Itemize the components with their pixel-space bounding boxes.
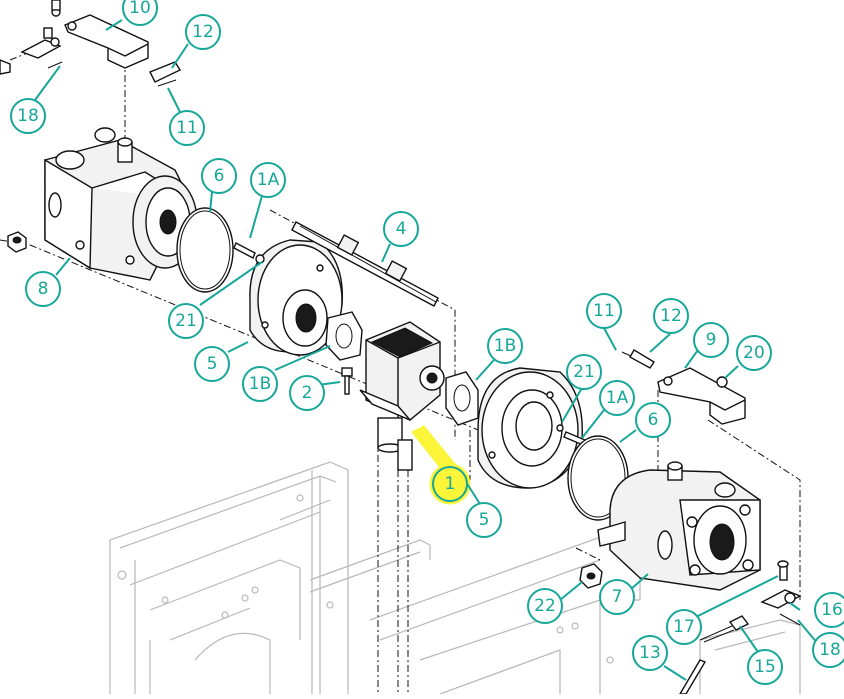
threaded-rod <box>291 221 439 307</box>
bottom-right-linkage <box>678 560 802 695</box>
svg-text:16: 16 <box>821 600 843 620</box>
left-pump <box>44 127 198 281</box>
svg-text:7: 7 <box>612 587 623 607</box>
svg-text:6: 6 <box>214 166 225 186</box>
callout-12-top: 12 <box>185 14 221 50</box>
callout-6-left: 6 <box>201 158 237 194</box>
callout-8: 8 <box>25 271 61 307</box>
svg-text:21: 21 <box>573 362 595 382</box>
callout-9: 9 <box>693 322 729 358</box>
callout-21-left: 21 <box>168 303 204 339</box>
svg-text:11: 11 <box>176 118 198 138</box>
left-nut <box>7 231 27 253</box>
right-gasket <box>445 371 479 426</box>
nut-22 <box>579 563 603 589</box>
callout-1-highlighted: 1 <box>432 466 468 502</box>
callout-16: 16 <box>814 592 844 628</box>
svg-text:1B: 1B <box>249 374 271 394</box>
svg-text:8: 8 <box>38 279 49 299</box>
right-adapter-plate <box>477 367 584 489</box>
svg-text:10: 10 <box>129 0 151 18</box>
callout-1a-left: 1A <box>250 162 286 198</box>
svg-text:13: 13 <box>639 643 661 663</box>
svg-text:5: 5 <box>479 510 490 530</box>
right-pump <box>597 461 761 591</box>
gearbox <box>359 321 445 471</box>
callout-7: 7 <box>599 579 635 615</box>
callout-18-top: 18 <box>10 98 46 134</box>
left-adapter-plate <box>249 239 344 356</box>
callout-11-top: 11 <box>169 110 205 146</box>
svg-text:1: 1 <box>445 474 456 494</box>
callout-1a-right: 1A <box>599 380 635 416</box>
left-bolt-1a <box>233 242 265 264</box>
svg-text:9: 9 <box>706 330 717 350</box>
callout-17: 17 <box>666 609 702 645</box>
callout-11-right: 11 <box>586 293 622 329</box>
svg-text:2: 2 <box>302 383 313 403</box>
callout-2: 2 <box>289 375 325 411</box>
callout-21-right: 21 <box>566 354 602 390</box>
callout-leaders <box>34 19 819 681</box>
svg-text:12: 12 <box>660 306 682 326</box>
callout-10: 10 <box>122 0 158 26</box>
svg-text:1A: 1A <box>257 170 280 190</box>
svg-text:1A: 1A <box>606 388 629 408</box>
svg-text:6: 6 <box>648 410 659 430</box>
callout-1b-left: 1B <box>242 366 278 402</box>
right-bracket <box>621 349 746 425</box>
top-left-linkage <box>0 0 182 87</box>
svg-text:12: 12 <box>192 22 214 42</box>
left-o-ring <box>176 207 234 293</box>
callout-5-right: 5 <box>466 502 502 538</box>
svg-text:15: 15 <box>754 657 776 677</box>
callout-20: 20 <box>736 335 772 371</box>
svg-text:11: 11 <box>593 301 615 321</box>
svg-text:20: 20 <box>743 343 765 363</box>
callout-15: 15 <box>747 649 783 685</box>
svg-text:5: 5 <box>207 354 218 374</box>
callout-5-left: 5 <box>194 346 230 382</box>
callout-12-right: 12 <box>653 298 689 334</box>
bolt-2 <box>341 367 353 395</box>
callout-1b-right: 1B <box>487 328 523 364</box>
svg-text:21: 21 <box>175 311 197 331</box>
left-gasket <box>325 311 363 361</box>
callout-6-right: 6 <box>635 402 671 438</box>
svg-text:4: 4 <box>396 219 407 239</box>
svg-text:22: 22 <box>534 596 556 616</box>
svg-text:18: 18 <box>819 640 841 660</box>
svg-text:17: 17 <box>673 617 695 637</box>
svg-text:18: 18 <box>17 106 39 126</box>
svg-text:1B: 1B <box>494 336 516 356</box>
callout-22: 22 <box>527 588 563 624</box>
callout-4: 4 <box>383 211 419 247</box>
callout-18-right: 18 <box>812 632 844 668</box>
callout-13: 13 <box>632 635 668 671</box>
